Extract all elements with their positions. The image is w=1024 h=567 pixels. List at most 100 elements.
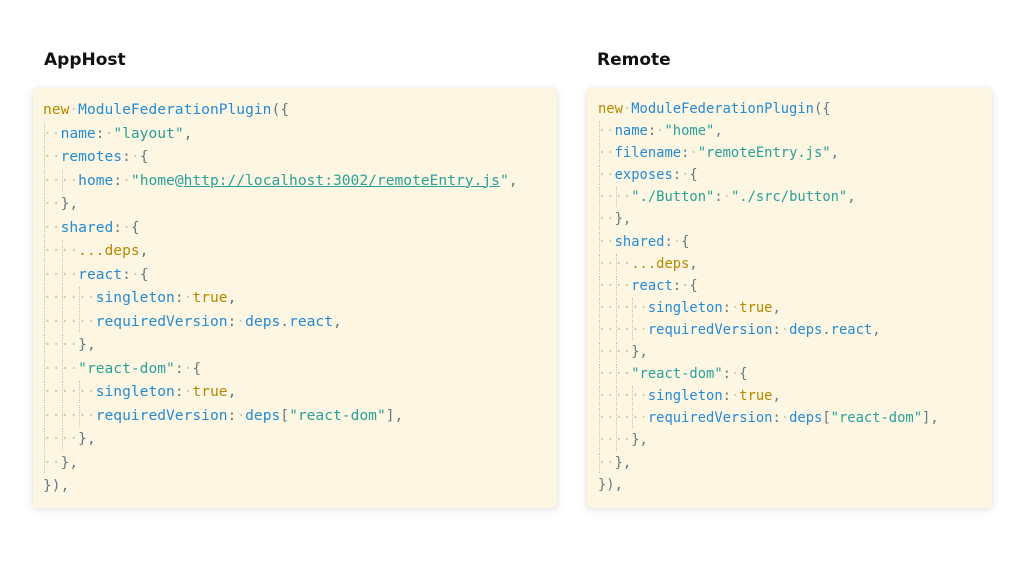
indent-guide xyxy=(598,407,615,429)
code-line: }, xyxy=(43,427,557,451)
code-token: · xyxy=(730,299,740,316)
code-token: ModuleFederationPlugin xyxy=(78,101,272,118)
code-token: singleton xyxy=(95,289,175,306)
indent-guide xyxy=(61,310,79,334)
code-line: singleton:·true, xyxy=(598,385,992,407)
code-line: remotes:·{ xyxy=(43,145,557,169)
code-token: ({ xyxy=(271,101,290,118)
apphost-title: AppHost xyxy=(44,50,126,70)
code-token: : xyxy=(113,218,123,236)
code-token: · xyxy=(730,366,740,383)
indent-guide xyxy=(598,429,615,451)
code-token: , xyxy=(689,255,698,272)
code-line: "react-dom":·{ xyxy=(598,363,992,385)
indent-guide xyxy=(78,380,96,404)
code-token: "home" xyxy=(664,123,715,140)
indent-guide xyxy=(615,363,632,385)
code-token: : xyxy=(722,366,731,383)
indent-guide xyxy=(61,404,79,428)
indent-guide xyxy=(43,239,61,263)
remote-title: Remote xyxy=(597,50,671,70)
code-token: }, xyxy=(78,430,96,447)
code-token: , xyxy=(227,383,237,400)
indent-guide xyxy=(78,286,96,310)
indent-guide xyxy=(43,380,61,404)
code-token: : xyxy=(95,124,105,142)
code-token: "./src/button" xyxy=(730,189,848,206)
code-token: . xyxy=(822,321,831,338)
code-line: shared:·{ xyxy=(598,231,992,253)
code-token: , xyxy=(847,189,856,206)
code-line: requiredVersion:·deps.react, xyxy=(43,310,557,334)
code-token: requiredVersion xyxy=(647,410,773,427)
indent-guide xyxy=(598,319,615,341)
indent-guide xyxy=(43,286,61,310)
code-token: { xyxy=(739,366,748,383)
code-token: : xyxy=(174,383,184,400)
indent-guide xyxy=(43,145,61,169)
indent-guide xyxy=(598,297,615,319)
indent-guide xyxy=(598,385,615,407)
code-token: · xyxy=(780,321,790,338)
code-token: { xyxy=(689,277,698,294)
code-token: · xyxy=(672,233,682,250)
code-line: ...deps, xyxy=(43,239,557,263)
code-line: singleton:·true, xyxy=(598,297,992,319)
code-line: }, xyxy=(598,208,992,230)
code-token: , xyxy=(183,124,193,142)
code-line: exposes:·{ xyxy=(598,164,992,186)
code-token: deps xyxy=(245,312,281,330)
code-token: : xyxy=(113,171,123,189)
code-token: "layout" xyxy=(113,124,184,142)
code-token: }), xyxy=(43,477,70,494)
code-line: }), xyxy=(598,474,992,496)
code-token: remotes xyxy=(60,148,123,165)
code-token: : xyxy=(722,299,731,316)
code-token: "react-dom" xyxy=(830,410,923,427)
indent-guide xyxy=(615,253,632,275)
code-token: · xyxy=(780,410,790,427)
code-token: , xyxy=(333,312,342,330)
code-token: name xyxy=(614,123,648,140)
indent-guide xyxy=(61,380,79,404)
code-token: }), xyxy=(598,476,623,493)
code-token: true xyxy=(739,388,773,405)
code-token: }, xyxy=(631,432,648,449)
code-token: : xyxy=(681,145,690,162)
code-token: react xyxy=(631,277,673,294)
code-line: }, xyxy=(43,333,557,357)
indent-guide xyxy=(598,142,615,164)
code-token: shared xyxy=(60,218,114,236)
code-line: react:·{ xyxy=(598,275,992,297)
indent-guide xyxy=(43,122,61,146)
code-token: · xyxy=(183,289,193,306)
code-token: : xyxy=(772,321,781,338)
code-line: singleton:·true, xyxy=(43,286,557,310)
indent-guide xyxy=(61,333,79,357)
remote-url-link[interactable]: http://localhost:3002/remoteEntry.js xyxy=(183,171,500,189)
code-token: }, xyxy=(631,344,648,361)
code-token: , xyxy=(227,289,237,306)
code-token: [ xyxy=(280,406,290,424)
indent-guide xyxy=(43,451,61,475)
code-token: · xyxy=(130,265,140,283)
code-token: . xyxy=(280,312,290,330)
code-line: }), xyxy=(43,474,557,498)
code-line: name:·"layout", xyxy=(43,122,557,146)
indent-guide xyxy=(598,341,615,363)
code-token: , xyxy=(508,171,518,189)
indent-guide xyxy=(598,275,615,297)
code-token: [ xyxy=(822,410,831,427)
code-token: ({ xyxy=(813,101,831,117)
code-token: "home@ xyxy=(130,171,184,189)
code-token: { xyxy=(192,359,202,377)
code-token: : xyxy=(672,167,682,184)
code-token: · xyxy=(183,359,193,377)
code-line: singleton:·true, xyxy=(43,380,557,404)
indent-guide xyxy=(615,429,632,451)
code-token: singleton xyxy=(647,299,723,316)
code-token: true xyxy=(739,299,773,316)
code-token: : xyxy=(772,410,781,427)
code-token: deps xyxy=(789,410,823,427)
code-line: }, xyxy=(43,192,557,216)
